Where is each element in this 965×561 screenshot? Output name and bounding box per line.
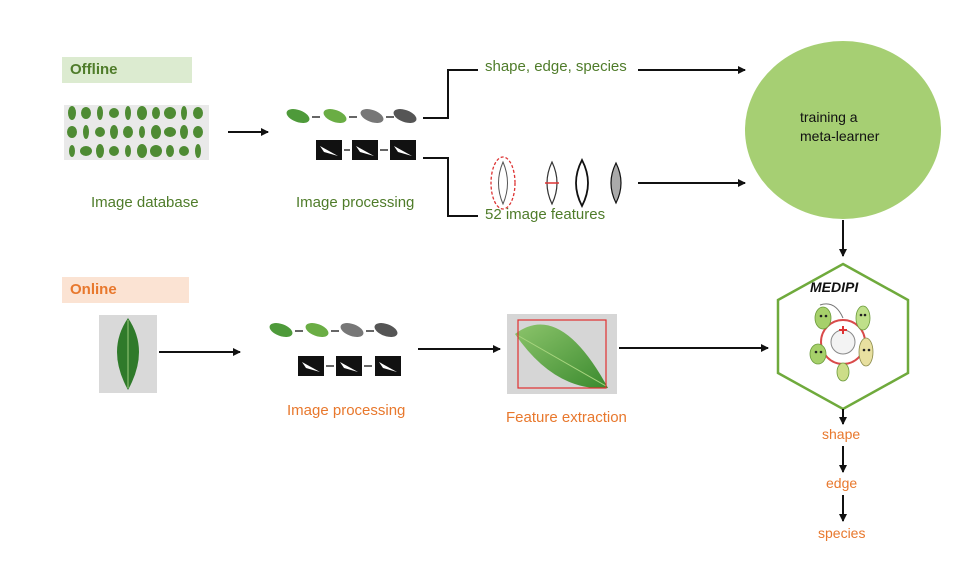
medipi-logo-text: MEDIPI <box>810 279 859 295</box>
online-processing-strip <box>269 323 401 376</box>
image-features-label: 52 image features <box>485 206 606 223</box>
image-database-label: Image database <box>91 194 199 211</box>
output-edge: edge <box>826 475 858 491</box>
offline-image-processing-label: Image processing <box>296 194 415 211</box>
output-species: species <box>818 525 866 541</box>
online-leaf-photo <box>99 315 157 393</box>
offline-processing-strip <box>286 109 417 160</box>
meta-learner-ellipse <box>745 41 941 219</box>
feature-extraction-label: Feature extraction <box>506 409 627 426</box>
offline-tag: Offline <box>62 57 192 83</box>
output-shape: shape <box>822 426 861 442</box>
image-database-grid <box>64 105 209 160</box>
meta-learner-line1: training a <box>800 109 858 125</box>
shape-edge-species-label: shape, edge, species <box>485 58 627 75</box>
feature-leaf-outlines <box>490 156 622 210</box>
meta-learner-line2: meta-learner <box>800 128 880 144</box>
online-image-processing-label: Image processing <box>287 402 406 419</box>
feature-extraction-image <box>507 314 617 394</box>
online-tag: Online <box>62 277 189 303</box>
medipi-hexagon <box>776 262 910 411</box>
